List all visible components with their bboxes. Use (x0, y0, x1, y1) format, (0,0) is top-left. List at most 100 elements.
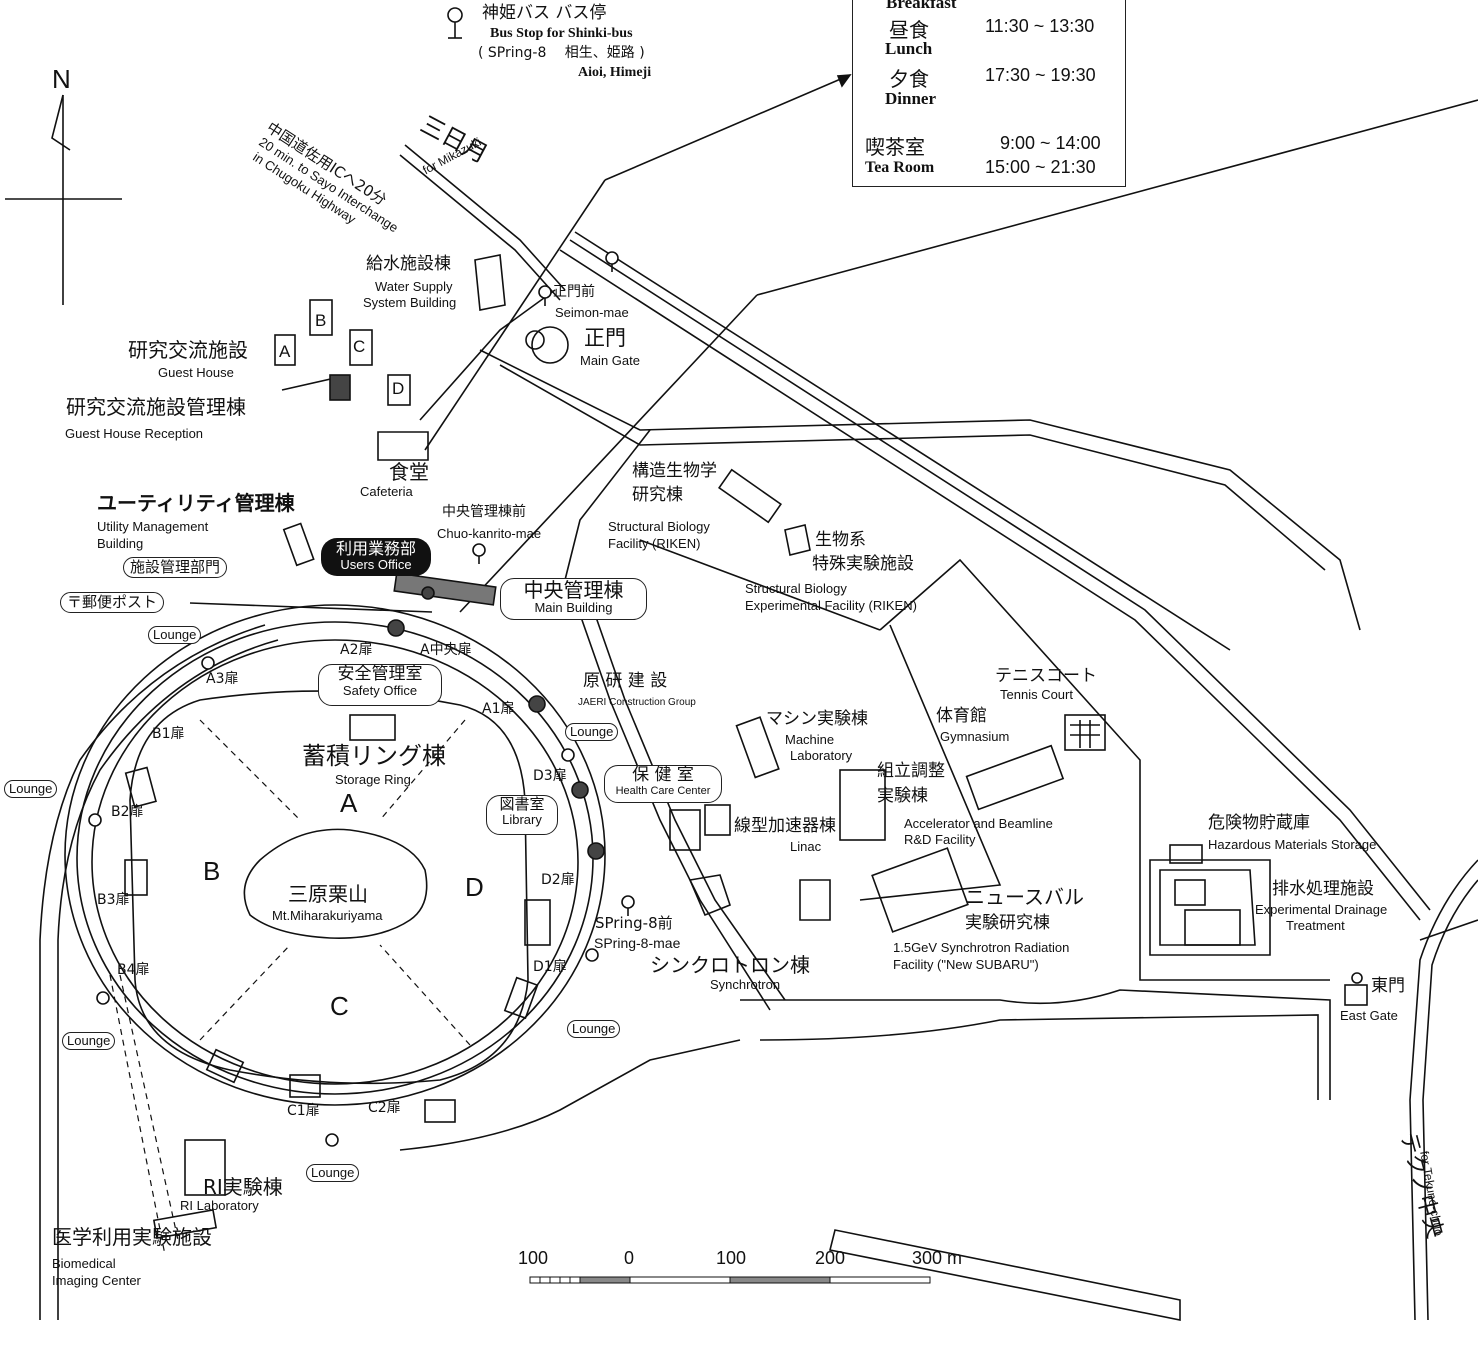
library-en: Library (502, 811, 542, 827)
lunch-en: Lunch (885, 39, 933, 58)
drainage-en-2: Treatment (1286, 918, 1345, 933)
medical-en-2: Imaging Center (52, 1273, 141, 1288)
door-a3: A3扉 (206, 671, 239, 687)
lounge-b2: Lounge (4, 780, 58, 798)
bus-legend-jp: 神姫バス バス停 (482, 3, 607, 23)
door-a2: A2扉 (340, 642, 373, 658)
assembly-en-2: R&D Facility (904, 832, 976, 847)
sbe-jp-2: 特殊実験施設 (812, 554, 914, 574)
post-box-label: 〒郵便ポスト (60, 592, 165, 613)
linac-jp: 線型加速器棟 (734, 816, 836, 836)
seimon-mae-jp: 正門前 (553, 284, 595, 300)
library[interactable]: 図書室 Library (486, 795, 558, 835)
sector-a: A (340, 788, 358, 818)
scale-bar (529, 1276, 931, 1284)
lunch-time: 11:30 ~ 13:30 (985, 16, 1095, 36)
jaeri-en: JAERI Construction Group (578, 697, 696, 708)
chuo-mae-jp: 中央管理棟前 (442, 504, 526, 520)
machine-lab-jp: マシン実験棟 (766, 709, 868, 729)
breakfast-label: Breakfast (886, 0, 957, 12)
spring8-mae-jp: SPring-8前 (595, 914, 673, 932)
door-b3: B3扉 (97, 892, 130, 908)
tea-en: Tea Room (865, 159, 935, 176)
safety-office-jp: 安全管理室 (337, 664, 423, 684)
main-gate-en: Main Gate (580, 353, 640, 368)
ri-lab-jp: RI実験棟 (203, 1175, 283, 1199)
lunch-jp: 昼食 (889, 18, 929, 42)
sb-riken-en-2: Facility (RIKEN) (608, 536, 701, 551)
tea-jp: 喫茶室 (865, 135, 925, 159)
medical-jp: 医学利用実験施設 (52, 1225, 212, 1249)
scale-tick: 100 (518, 1248, 549, 1268)
door-b2: B2扉 (111, 804, 144, 820)
health-care-center[interactable]: 保 健 室 Health Care Center (604, 765, 722, 803)
assembly-jp-2: 実験棟 (877, 786, 928, 806)
tennis-jp: テニスコート (995, 666, 1097, 686)
guest-house-jp: 研究交流施設 (128, 338, 248, 362)
safety-office[interactable]: 安全管理室 Safety Office (318, 664, 442, 706)
sector-c: C (330, 991, 349, 1021)
tennis-en: Tennis Court (1000, 687, 1073, 702)
dinner-jp: 夕食 (889, 67, 929, 91)
door-b1: B1扉 (152, 726, 185, 742)
mountain-en: Mt.Miharakuriyama (272, 908, 383, 923)
tea-time-2: 15:00 ~ 21:30 (985, 157, 1096, 177)
sector-b: B (203, 856, 221, 886)
door-d1: D1扉 (533, 959, 567, 975)
linac-en: Linac (790, 839, 822, 854)
scale-tick: 0 (624, 1248, 635, 1268)
guest-house-c: C (353, 337, 366, 356)
scale-tick: 100 (716, 1248, 747, 1268)
hazard-en: Hazardous Materials Storage (1208, 837, 1377, 852)
guest-house-a: A (279, 342, 291, 361)
east-gate-jp: 東門 (1371, 976, 1405, 996)
sbe-jp-1: 生物系 (815, 530, 866, 550)
water-supply-en-2: System Building (363, 295, 457, 310)
door-d3: D3扉 (533, 768, 567, 784)
tea-time-1: 9:00 ~ 14:00 (1000, 133, 1101, 153)
guest-house-d: D (392, 379, 405, 398)
dinner-en: Dinner (885, 89, 936, 108)
library-jp: 図書室 (499, 795, 545, 813)
mountain-jp: 三原栗山 (288, 882, 368, 906)
utility-en-2: Building (97, 536, 144, 551)
machine-lab-en-2: Laboratory (790, 748, 853, 763)
ri-lab-en: RI Laboratory (180, 1198, 259, 1213)
cafeteria-jp: 食堂 (389, 460, 429, 484)
guest-house-en: Guest House (158, 365, 234, 380)
dinner-time: 17:30 ~ 19:30 (985, 65, 1096, 85)
bus-legend-en: Bus Stop for Shinki-bus (490, 26, 633, 41)
seimon-mae-en: Seimon-mae (555, 305, 629, 320)
lounge-c: Lounge (306, 1164, 360, 1182)
assembly-en-1: Accelerator and Beamline (904, 816, 1053, 831)
spring8-mae-en: SPring-8-mae (594, 935, 681, 951)
bus-route-en: Aioi, Himeji (578, 65, 652, 80)
sb-riken-jp-2: 研究棟 (632, 485, 683, 505)
utility-jp: ユーティリティ管理棟 (97, 491, 295, 515)
north-arrow-icon (5, 94, 122, 305)
hazard-jp: 危険物貯蔵庫 (1208, 813, 1310, 833)
subaru-jp-2: 実験研究棟 (965, 913, 1050, 933)
lounge-a3: Lounge (148, 626, 202, 644)
sb-riken-en-1: Structural Biology (608, 519, 710, 534)
door-d2: D2扉 (541, 872, 575, 888)
main-building[interactable]: 中央管理棟 Main Building (500, 578, 647, 620)
users-office[interactable]: 利用業務部 Users Office (321, 538, 431, 576)
safety-office-en: Safety Office (342, 682, 418, 698)
main-building-en: Main Building (534, 600, 613, 615)
synchrotron-jp: シンクロトロン棟 (650, 953, 810, 977)
lounge-d1: Lounge (567, 1020, 621, 1038)
sbe-en-1: Structural Biology (745, 581, 847, 596)
drainage-jp: 排水処理施設 (1272, 879, 1374, 899)
jaeri-jp: 原 研 建 設 (583, 671, 668, 691)
north-label: N (52, 64, 71, 94)
storage-ring-en: Storage Ring (335, 772, 411, 787)
scale-tick: 300 m (912, 1248, 963, 1268)
bus-route-jp: ( SPring-8 相生、姫路 ) (478, 45, 645, 61)
sector-d: D (465, 872, 484, 902)
dining-hours-table: Breakfast 昼食 11:30 ~ 13:30 Lunch 夕食 17:3… (852, 0, 1126, 187)
water-supply-en-1: Water Supply (375, 279, 453, 294)
main-building-jp: 中央管理棟 (523, 578, 624, 602)
lounge-icon (88, 656, 599, 1147)
